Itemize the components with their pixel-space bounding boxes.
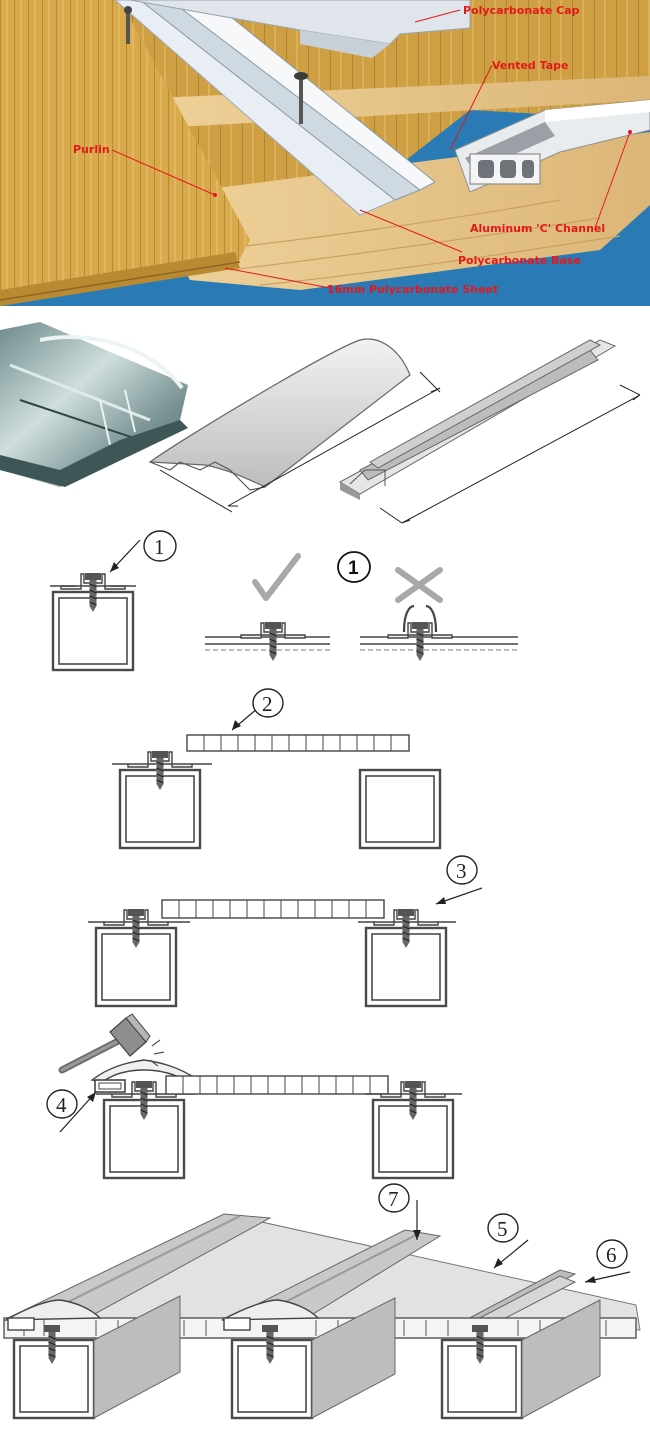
screw-2: [294, 72, 308, 124]
check-mark-icon: [252, 553, 301, 601]
cap-profile: [148, 338, 441, 513]
purlin-top: [110, 76, 650, 128]
sheet-step-3: [161, 899, 385, 919]
label-polycarbonate-base: Polycarbonate Base: [458, 254, 581, 267]
step-1: 1 1: [50, 530, 518, 672]
label-purlin: Purlin: [73, 143, 110, 156]
step-3: 3: [88, 855, 483, 1008]
product-panel: [0, 322, 641, 524]
step-7-number: 7: [388, 1187, 399, 1211]
step-1-left-number: 1: [154, 535, 165, 559]
polycarbonate-sheet-left: [0, 0, 250, 306]
base-profile: [338, 339, 641, 524]
label-16mm-polycarbonate-sheet: 16mm Polycarbonate Sheet: [327, 283, 498, 296]
callout-leaders: [111, 9, 631, 289]
step-5-number: 5: [497, 1217, 508, 1241]
sheet-step-2: [186, 734, 410, 752]
label-vented-tape: Vented Tape: [492, 59, 568, 72]
step-1-mid-number: 1: [348, 558, 359, 579]
finished-roof: 7 5 6: [3, 1183, 641, 1420]
aluminum-c-channel: [454, 99, 650, 193]
render-panel: Polycarbonate Cap Vented Tape Purlin Alu…: [0, 0, 650, 306]
cross-mark-icon: [395, 567, 443, 603]
screw-1: [124, 6, 132, 44]
label-aluminum-c-channel: Aluminum 'C' Channel: [470, 222, 605, 235]
step-4: 4: [46, 1013, 462, 1180]
step-3-number: 3: [456, 859, 467, 883]
step-6-number: 6: [606, 1243, 617, 1267]
step-4-number: 4: [56, 1093, 67, 1117]
step-2: 2: [112, 688, 442, 850]
hammer-icon: [58, 1013, 165, 1074]
label-polycarbonate-cap: Polycarbonate Cap: [463, 4, 580, 17]
step-2-number: 2: [262, 692, 273, 716]
sheet-step-4: [165, 1075, 389, 1095]
